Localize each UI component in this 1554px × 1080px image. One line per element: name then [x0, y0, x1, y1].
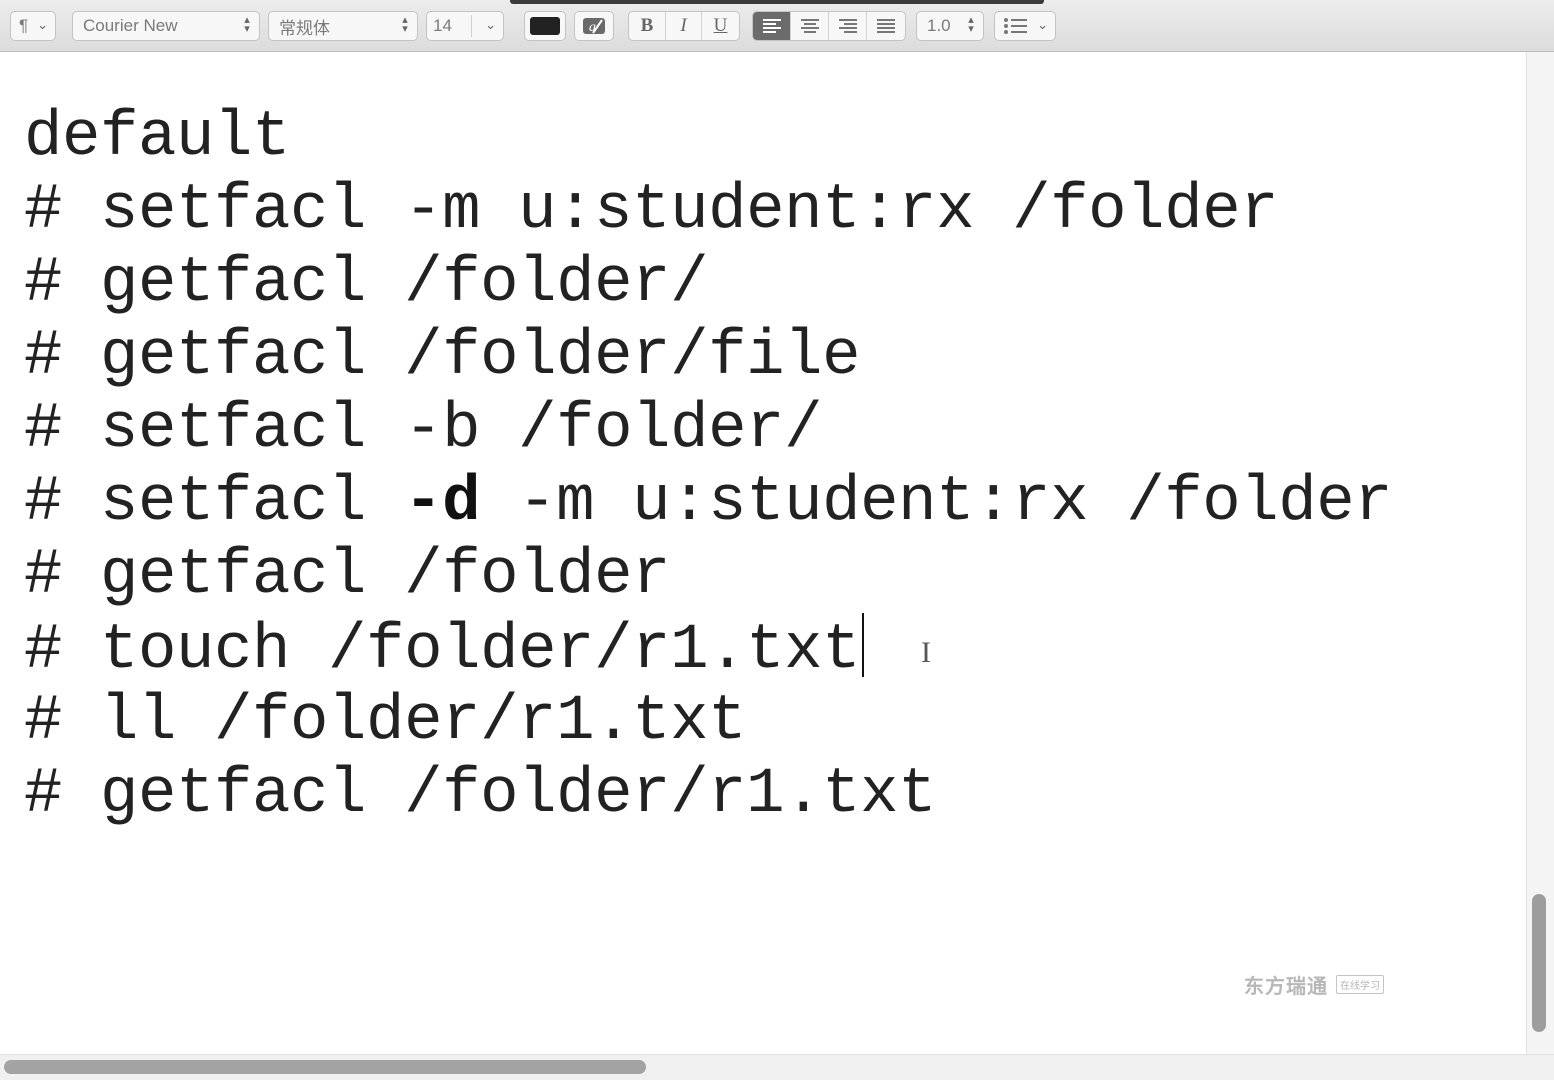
font-family-select[interactable]: Courier New ▴▾	[72, 11, 260, 41]
line-spacing-select[interactable]: 1.0 ▴▾	[916, 11, 984, 41]
document-line: # getfacl /folder/r1.txt	[24, 759, 937, 831]
align-left-icon	[762, 19, 781, 33]
command-text-tail: -m u:student:rx /folder	[480, 467, 1393, 539]
document-line: # setfacl -m u:student:rx /folder	[24, 175, 1279, 247]
command-text: setfacl -b /folder/	[100, 394, 823, 466]
horizontal-scroll-thumb[interactable]	[4, 1060, 646, 1074]
document-body[interactable]: I 东方瑞通 在线学习 default# setfacl -m u:studen…	[0, 52, 1526, 1054]
updown-arrows-icon: ▴▾	[402, 14, 408, 35]
document-line: default	[24, 102, 290, 174]
svg-text:a: a	[589, 20, 596, 35]
align-left-button[interactable]	[753, 12, 791, 40]
document-line: # touch /folder/r1.txt	[24, 613, 865, 687]
prompt-symbol: #	[24, 759, 101, 831]
highlight-color-button[interactable]: a	[574, 11, 614, 41]
command-text: touch /folder/r1.txt	[100, 615, 861, 687]
prompt-symbol: #	[24, 248, 101, 320]
document-line: # ll /folder/r1.txt	[24, 686, 747, 758]
underline-button[interactable]: U	[713, 15, 728, 36]
align-justify-button[interactable]	[867, 12, 905, 40]
vertical-scrollbar[interactable]	[1526, 52, 1554, 1054]
font-style-value: 常规体	[279, 18, 330, 38]
paragraph-style-dropdown[interactable]: ¶ ⌄	[10, 11, 56, 41]
text-style-group: B I U	[628, 11, 740, 41]
watermark-logo-text: 东方瑞通	[1244, 976, 1328, 998]
bold-option-text: -d	[404, 467, 481, 539]
font-family-value: Courier New	[83, 16, 178, 35]
command-text: getfacl /folder/	[100, 248, 709, 320]
chevron-down-icon: ⌄	[485, 17, 496, 32]
text-color-swatch	[530, 17, 560, 35]
prompt-symbol: #	[24, 394, 101, 466]
alignment-group	[752, 11, 906, 41]
watermark: 东方瑞通 在线学习	[1244, 970, 1384, 999]
bold-button[interactable]: B	[629, 12, 666, 40]
document-line: # setfacl -b /folder/	[24, 394, 823, 466]
italic-button[interactable]: I	[666, 12, 702, 40]
font-size-combo[interactable]: 14 ⌄	[426, 11, 504, 41]
font-style-select[interactable]: 常规体 ▴▾	[268, 11, 418, 41]
format-toolbar: ¶ ⌄ Courier New ▴▾ 常规体 ▴▾ 14 ⌄ a	[0, 0, 1554, 52]
prompt-symbol: #	[24, 467, 101, 539]
prompt-symbol: #	[24, 686, 101, 758]
command-text: default	[24, 102, 291, 174]
paragraph-style-icon: ¶	[19, 16, 29, 35]
command-text: ll /folder/r1.txt	[100, 686, 747, 758]
align-center-button[interactable]	[791, 12, 829, 40]
document-line: # getfacl /folder/	[24, 248, 709, 320]
document-line: # getfacl /folder	[24, 540, 671, 612]
prompt-symbol: #	[24, 540, 101, 612]
chevron-down-icon: ⌄	[37, 17, 48, 32]
combo-divider	[471, 15, 472, 37]
document-line: # getfacl /folder/file	[24, 321, 861, 393]
align-center-icon	[800, 19, 819, 33]
command-text: getfacl /folder/r1.txt	[100, 759, 937, 831]
prompt-symbol: #	[24, 321, 101, 393]
prompt-symbol: #	[24, 615, 101, 687]
ibeam-cursor-icon: I	[921, 636, 931, 669]
command-text: getfacl /folder	[100, 540, 671, 612]
text-insertion-caret	[862, 613, 865, 677]
document-line: # setfacl -d -m u:student:rx /folder	[24, 467, 1393, 539]
updown-arrows-icon: ▴▾	[968, 14, 974, 35]
window-title-edge	[510, 0, 1044, 4]
highlight-pen-icon: a	[583, 18, 605, 35]
command-text: getfacl /folder/file	[100, 321, 861, 393]
align-justify-icon	[877, 19, 895, 33]
watermark-sub-text: 在线学习	[1336, 975, 1384, 994]
updown-arrows-icon: ▴▾	[244, 14, 250, 35]
text-color-well[interactable]	[524, 11, 566, 41]
list-style-dropdown[interactable]: ⌄	[994, 11, 1056, 41]
align-right-icon	[838, 19, 857, 33]
command-text: setfacl -m u:student:rx /folder	[100, 175, 1279, 247]
line-spacing-value: 1.0	[927, 16, 951, 35]
command-text: setfacl	[100, 467, 405, 539]
chevron-down-icon: ⌄	[1037, 17, 1048, 32]
vertical-scroll-thumb[interactable]	[1532, 894, 1546, 1032]
font-size-value: 14	[433, 16, 452, 35]
align-right-button[interactable]	[829, 12, 867, 40]
prompt-symbol: #	[24, 175, 101, 247]
bullet-list-icon	[1004, 18, 1027, 34]
